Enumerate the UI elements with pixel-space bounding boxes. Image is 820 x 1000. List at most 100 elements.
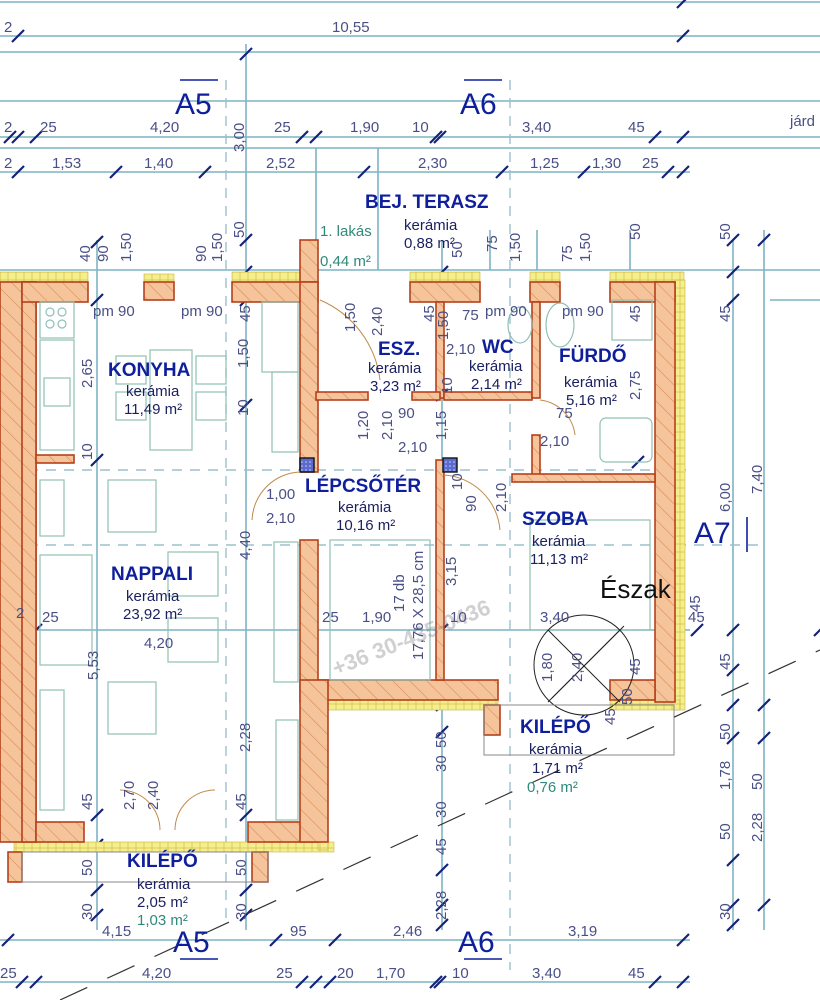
dimension-label: 45 (687, 595, 704, 612)
dimension-label: 50 (627, 223, 644, 240)
dimension-label: 50 (231, 221, 248, 238)
dimension-tick (429, 975, 443, 989)
dimension-label: 2,65 (79, 359, 96, 388)
dimension-label: 1,90 (362, 609, 391, 626)
dimension-tick (357, 165, 371, 179)
dimension-label: 75 (556, 405, 573, 422)
dimension-label: 1,80 (539, 653, 556, 682)
dimension-tick (309, 975, 323, 989)
axis-label-top-a6: A6 (460, 88, 497, 121)
room-name: BEJ. TERASZ (365, 192, 489, 213)
room-area: 3,23 m² (370, 378, 421, 395)
dimension-label: 10 (452, 965, 469, 982)
dimension-label: 95 (290, 923, 307, 940)
room-kitchen: KONYHA kerámia 11,49 m² (108, 360, 191, 418)
dimension-label: 90 (398, 405, 415, 422)
dimension-label: járd (789, 113, 815, 130)
dimension-label: 2,75 (627, 371, 644, 400)
axis-label-bottom-a6: A6 (458, 926, 495, 959)
dimension-label: 30 (233, 903, 250, 920)
dimension-label: 10,55 (332, 19, 370, 36)
dimension-tick (239, 908, 253, 922)
dimension-label: 4,20 (144, 635, 173, 652)
dimension-label: 1,50 (342, 303, 359, 332)
room-name: LÉPCSŐTÉR (305, 475, 421, 497)
dimension-label: 2 (4, 155, 12, 172)
dimension-tick (295, 130, 309, 144)
dimension-label: 45 (627, 305, 644, 322)
room-floor: kerámia (469, 358, 523, 375)
dimension-label: 2,40 (369, 307, 386, 336)
dimension-tick (1, 933, 15, 947)
dimension-label: 25 (274, 119, 291, 136)
dimension-tick (726, 898, 740, 912)
room-name: KONYHA (108, 360, 191, 381)
room-pantry: ESZ. kerámia 3,23 m² (368, 339, 422, 395)
room-bathroom: FÜRDŐ kerámia 5,16 m² (559, 345, 627, 409)
dimension-label: pm 90 (562, 303, 604, 320)
dimension-label: 2,40 (569, 653, 586, 682)
dimension-tick (676, 0, 687, 9)
dimension-tick (90, 808, 104, 822)
room-floor: kerámia (368, 360, 422, 377)
dimension-label: 45 (628, 965, 645, 982)
dimension-label: 4,40 (237, 531, 254, 560)
room-living: NAPPALI kerámia 23,92 m² (111, 564, 193, 623)
dimension-label: 20 (337, 965, 354, 982)
room-floor: kerámia (529, 741, 583, 758)
dimension-tick (328, 933, 342, 947)
dimension-label: 3,40 (532, 965, 561, 982)
room-floor: kerámia (404, 217, 458, 234)
axis-label-right-a7: A7 (694, 517, 731, 550)
dimension-tick (239, 233, 253, 247)
dimension-label: 1,15 (433, 411, 450, 440)
dimension-tick (577, 165, 591, 179)
room-bedroom: SZOBA kerámia 11,13 m² (522, 509, 589, 568)
dimension-tick (198, 165, 212, 179)
dimension-tick (757, 731, 771, 745)
dimension-label: 40 (77, 245, 94, 262)
dimension-label: 3,00 (231, 123, 248, 152)
dimension-tick (435, 863, 449, 877)
dimension-tick (239, 883, 253, 897)
dimension-tick (726, 853, 740, 867)
room-area: 11,49 m² (124, 401, 182, 418)
dimension-tick (726, 731, 740, 745)
dimension-label: 75 (462, 307, 479, 324)
dimension-tick (11, 165, 25, 179)
room-name: WC (482, 337, 514, 358)
dimension-tick (661, 165, 675, 179)
dimension-tick (435, 725, 449, 739)
dimension-label: 1,78 (717, 761, 734, 790)
room-floor: kerámia (564, 374, 618, 391)
dimension-tick (429, 130, 443, 144)
dimension-label: 2,10 (266, 510, 295, 527)
room-area: 0,88 m² (404, 235, 455, 252)
dimension-label: 2,28 (749, 813, 766, 842)
dimension-label: pm 90 (93, 303, 135, 320)
dimension-tick (676, 933, 690, 947)
room-stairwell: LÉPCSŐTÉR kerámia 10,16 m² 17 db 17,76 X… (305, 475, 427, 660)
dimension-label: 90 (95, 245, 112, 262)
dimension-label: 1,50 (235, 339, 252, 368)
dimension-tick (90, 453, 104, 467)
dimension-tick (495, 165, 509, 179)
room-name: KILÉPŐ (127, 850, 198, 872)
furniture (39, 299, 653, 821)
dimension-label: 25 (0, 965, 17, 982)
dimension-label: 1,50 (209, 233, 226, 262)
dimension-label: 1,53 (52, 155, 81, 172)
room-balcony-right: KILÉPŐ kerámia 1,71 m² 0,76 m² (520, 716, 591, 796)
dimension-tick (676, 29, 690, 43)
dimension-label: 2,46 (393, 923, 422, 940)
north-label: Észak (600, 574, 672, 604)
dimension-label: 90 (193, 245, 210, 262)
dimension-label: 1,70 (376, 965, 405, 982)
dimension-label: 45 (627, 658, 644, 675)
dimension-label: 10 (235, 399, 252, 416)
dimension-label: 50 (717, 223, 734, 240)
dimension-label: 2,10 (379, 411, 396, 440)
dimension-tick (676, 165, 690, 179)
dimension-label: 75 (559, 245, 576, 262)
